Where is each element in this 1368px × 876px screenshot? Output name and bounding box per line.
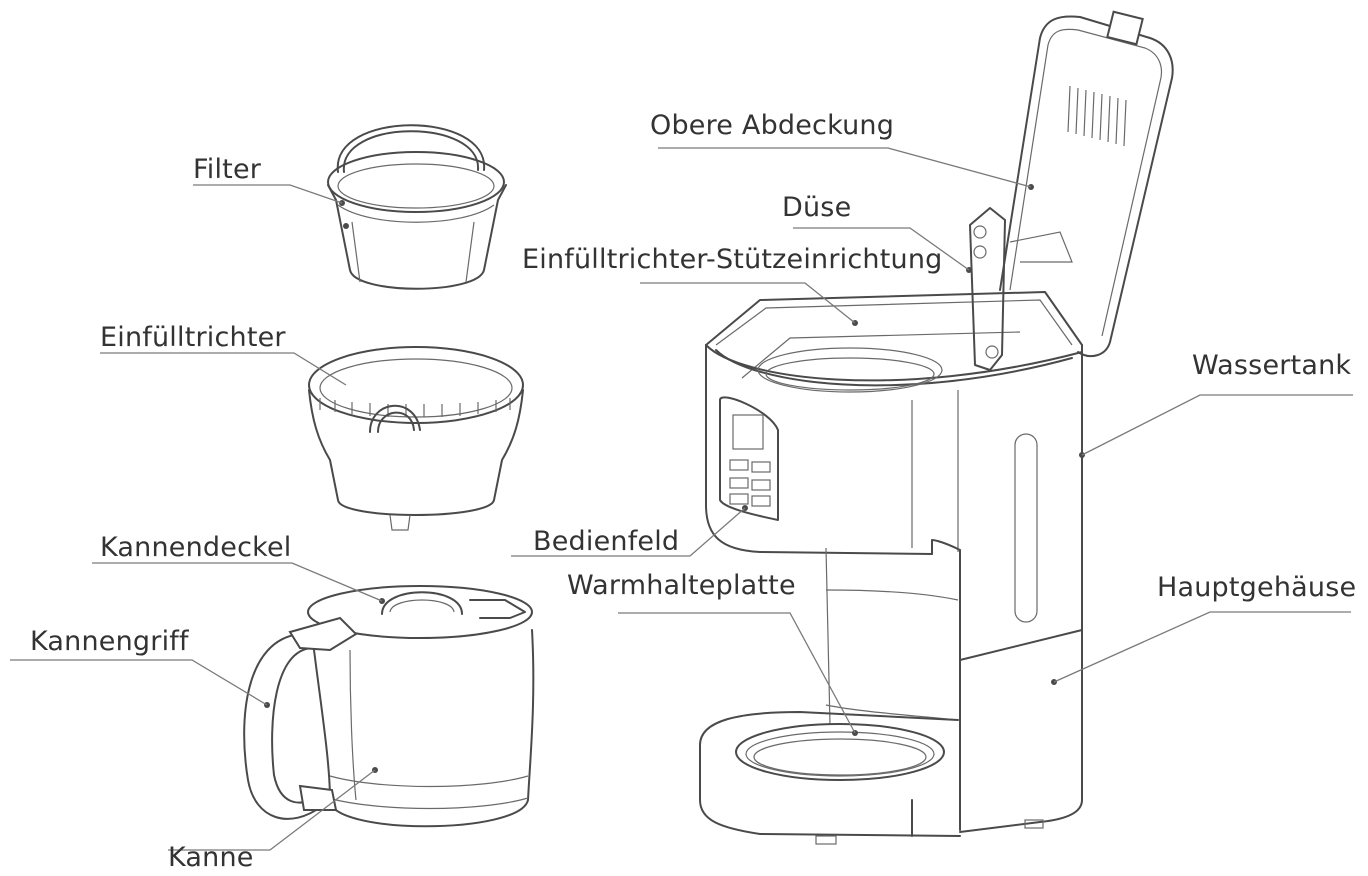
label-obere-abdeckung: Obere Abdeckung <box>650 110 895 141</box>
label-kannengriff: Kannengriff <box>30 626 189 657</box>
label-kanne: Kanne <box>168 842 254 873</box>
label-hauptgehaeuse: Hauptgehäuse <box>1157 572 1357 603</box>
label-stuetzeinrichtung: Einfülltrichter-Stützeinrichtung <box>522 244 943 275</box>
label-wassertank: Wassertank <box>1192 350 1352 381</box>
label-warmhalteplatte: Warmhalteplatte <box>567 570 796 601</box>
leader-lines <box>10 147 1353 851</box>
label-bedienfeld: Bedienfeld <box>533 526 680 557</box>
label-einfuelltrichter: Einfülltrichter <box>100 322 286 353</box>
label-filter: Filter <box>193 154 262 185</box>
machine-drawing <box>699 10 1174 845</box>
carafe-drawing <box>243 585 535 828</box>
label-duese: Düse <box>782 192 852 223</box>
label-kannendeckel: Kannendeckel <box>100 532 292 563</box>
funnel-drawing <box>308 346 524 531</box>
filter-drawing <box>327 124 507 290</box>
